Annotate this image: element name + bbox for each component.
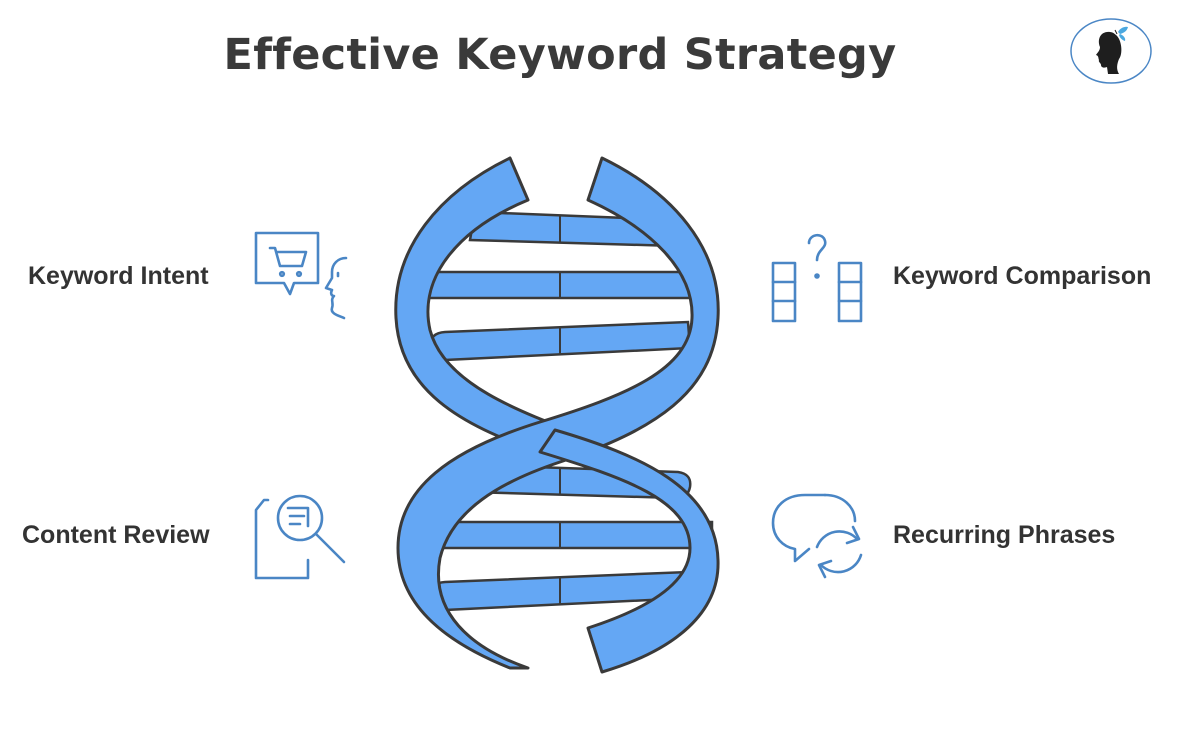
- shopping-cart-speech-icon: [254, 231, 348, 320]
- helix-strand-lower: [538, 428, 720, 674]
- label-keyword-intent: Keyword Intent: [28, 262, 209, 290]
- document-magnifier-icon: [254, 494, 346, 580]
- helix-strand-left: [394, 156, 587, 454]
- label-content-review: Content Review: [22, 521, 210, 549]
- helix-rung: [410, 270, 714, 300]
- label-recurring-phrases: Recurring Phrases: [893, 521, 1116, 549]
- compare-question-icon: [771, 233, 863, 323]
- page-title: Effective Keyword Strategy: [223, 30, 897, 80]
- helix-strand-right: [396, 156, 720, 670]
- speech-refresh-icon: [771, 493, 863, 579]
- label-keyword-comparison: Keyword Comparison: [893, 262, 1152, 290]
- dna-helix: .rung { fill: #64a7f4; stroke: #3a3a3a; …: [394, 156, 720, 674]
- woman-silhouette-butterfly-icon: [1070, 18, 1152, 84]
